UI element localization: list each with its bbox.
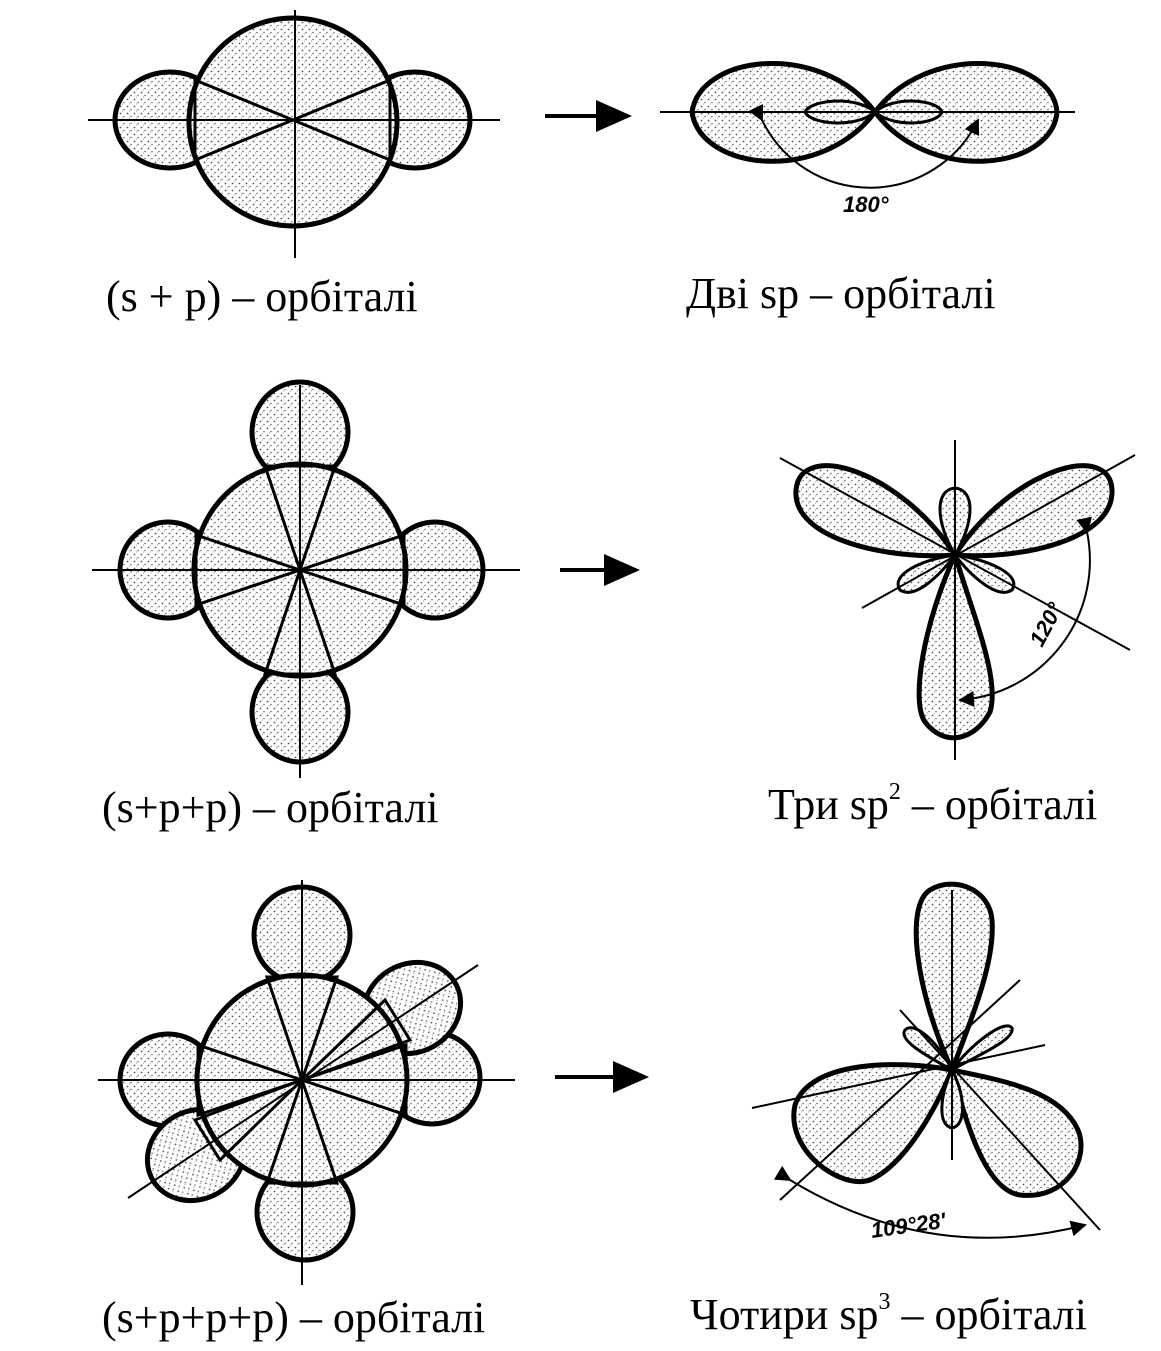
caption-sp-after: Дві sp – орбіталі: [686, 269, 996, 318]
sp-after-diagram: 180°: [660, 60, 1075, 217]
sp2-before-diagram: [92, 379, 520, 778]
caption-sp3-after: Чотири sp3 – орбіталі: [690, 1290, 1087, 1339]
sp-before-diagram: [88, 10, 500, 258]
caption-sp-before: (s + p) – орбіталі: [106, 272, 418, 321]
caption-sp2-superscript: 2: [888, 779, 901, 805]
caption-sp3-superscript: 3: [878, 1289, 891, 1315]
angle-label-sp3: 109°28': [869, 1208, 948, 1243]
caption-sp2-before: (s+p+p) – орбіталі: [102, 783, 439, 832]
angle-label-sp2: 120°: [1024, 598, 1068, 650]
caption-sp2-after-suffix: – орбіталі: [900, 780, 1098, 829]
caption-sp3-after-suffix: – орбіталі: [890, 1290, 1087, 1339]
caption-sp3-after-text: Чотири sp: [690, 1290, 879, 1339]
sp3-before-diagram: [98, 880, 515, 1285]
caption-sp3-before: (s+p+p+p) – орбіталі: [102, 1293, 486, 1342]
caption-sp2-after-text: Три sp: [768, 780, 889, 829]
sp2-after-diagram: 120°: [779, 440, 1136, 760]
caption-sp2-after: Три sp2 – орбіталі: [768, 780, 1098, 829]
sp3-after-diagram: 109°28': [751, 881, 1101, 1243]
angle-label-sp: 180°: [843, 192, 889, 217]
